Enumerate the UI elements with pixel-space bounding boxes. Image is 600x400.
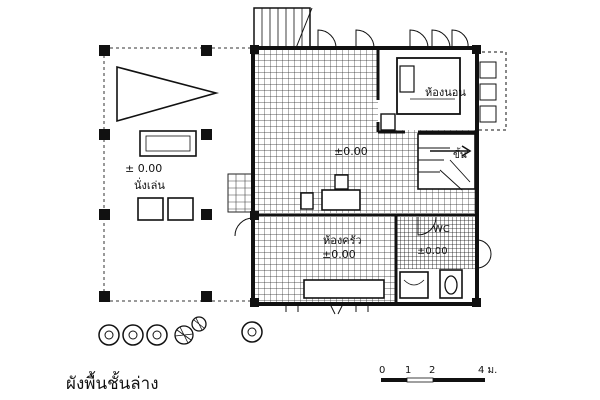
kitchen-counter bbox=[303, 279, 385, 299]
kitchen-side-window bbox=[476, 239, 492, 269]
terrace-level: ± 0.00 bbox=[125, 162, 162, 175]
interior-stair bbox=[417, 133, 476, 191]
drawing-title: ผังพื้นชั้นล่าง bbox=[66, 374, 159, 394]
wc-door bbox=[417, 216, 437, 236]
wc-fixtures bbox=[399, 269, 463, 299]
exterior-stair bbox=[253, 7, 313, 49]
column bbox=[201, 291, 212, 302]
wc-level: ±0.00 bbox=[417, 246, 448, 257]
bottom-openings bbox=[285, 303, 369, 315]
scale-tick-4: 4 ม. bbox=[478, 365, 497, 376]
entry-steps bbox=[227, 173, 255, 213]
scale-tick-1: 1 bbox=[405, 365, 411, 376]
desk bbox=[300, 174, 361, 211]
sofa bbox=[139, 130, 197, 157]
shrubs bbox=[98, 316, 263, 346]
stair-up-label: ขึ้น bbox=[453, 147, 467, 161]
top-windows bbox=[317, 29, 469, 49]
wc-floor bbox=[397, 217, 475, 269]
scale-tick-0: 0 bbox=[379, 365, 385, 376]
column bbox=[99, 209, 110, 220]
column bbox=[201, 209, 212, 220]
column bbox=[99, 45, 110, 56]
living-level: ±0.00 bbox=[334, 145, 368, 158]
armchair bbox=[167, 197, 194, 221]
kitchen-level: ±0.00 bbox=[322, 248, 356, 261]
armchair bbox=[137, 197, 164, 221]
column bbox=[201, 45, 212, 56]
wc-label: WC bbox=[433, 224, 450, 235]
house-columns bbox=[250, 45, 481, 307]
column bbox=[99, 129, 110, 140]
column bbox=[201, 129, 212, 140]
tree-symbol bbox=[116, 65, 220, 123]
terrace-area: ± 0.00 นั่งเล่น bbox=[99, 45, 253, 302]
exterior-walls bbox=[251, 46, 479, 306]
terrace-label: นั่งเล่น bbox=[134, 177, 165, 192]
bedroom-chair bbox=[380, 113, 396, 131]
right-windows bbox=[475, 51, 507, 131]
bedroom-label: ห้องนอน bbox=[425, 86, 466, 99]
interior-walls bbox=[253, 48, 477, 304]
scale-tick-2: 2 bbox=[429, 365, 435, 376]
kitchen-label: ห้องครัว bbox=[323, 234, 362, 247]
column bbox=[99, 291, 110, 302]
bed bbox=[396, 57, 461, 115]
scale-bar: 0 1 2 4 ม. bbox=[379, 365, 497, 383]
kitchen-side-door bbox=[234, 217, 254, 237]
